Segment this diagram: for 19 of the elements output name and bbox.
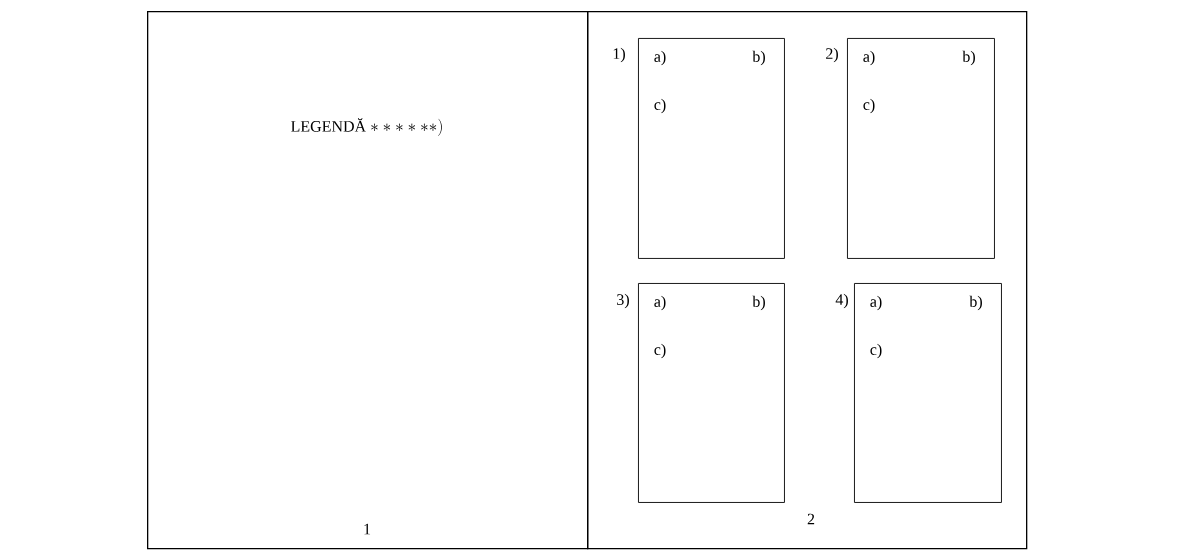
item-letter: b)	[752, 50, 765, 66]
page-number: 1	[364, 523, 371, 535]
item-letter: b)	[969, 295, 982, 311]
box-number: 2)	[826, 47, 838, 63]
item-letter: c)	[863, 98, 875, 114]
page-number: 2	[807, 513, 815, 525]
box-number: 1)	[613, 47, 625, 63]
item-letter: a)	[654, 295, 666, 311]
item-letter: a)	[870, 295, 882, 311]
item-letter: a)	[863, 50, 875, 66]
item-letter: b)	[752, 295, 765, 311]
item-letter: c)	[654, 98, 666, 114]
box-number: 3)	[617, 293, 629, 309]
item-letter: c)	[870, 343, 882, 359]
heading: LEGENDĂ $******)$	[291, 118, 442, 136]
item-letter: c)	[654, 343, 666, 359]
box-number: 4)	[835, 293, 848, 309]
item-letter: a)	[654, 50, 666, 66]
item-letter: b)	[962, 50, 975, 66]
